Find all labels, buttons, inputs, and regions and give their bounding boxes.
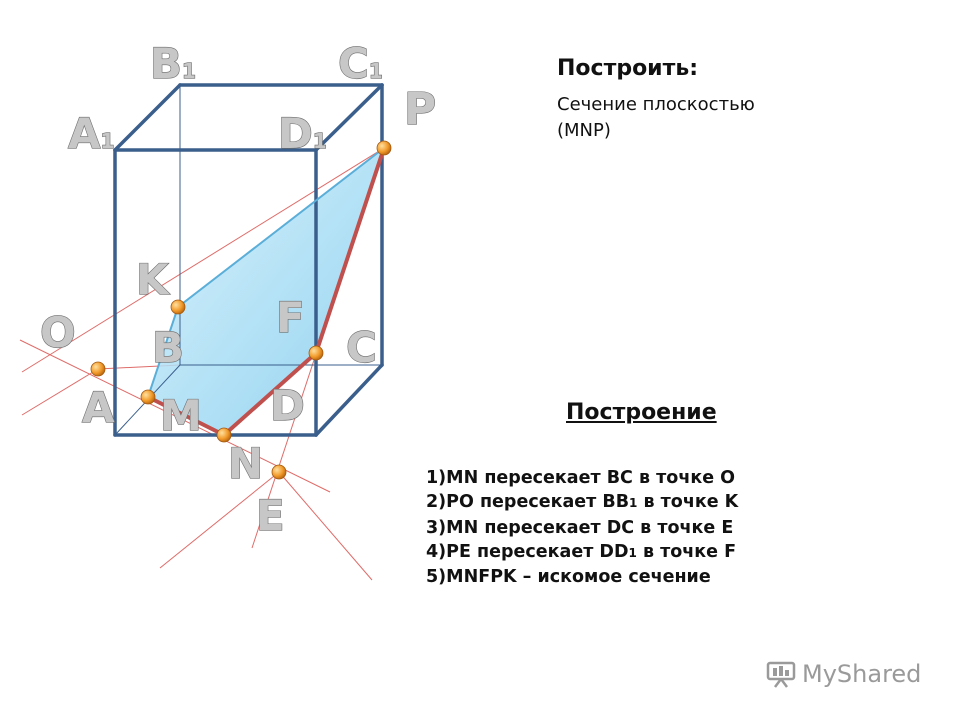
label-E: E [256,491,285,540]
line-OC [21,368,99,416]
point-M [140,389,156,405]
label-O: O [40,308,76,357]
label-N: N [228,439,263,488]
vertex-labels: B1 C1 A1 D1 P K F O B C A M D N E [39,38,436,540]
point-P [376,140,392,156]
label-F: F [276,293,305,342]
construction-title: Построение [566,400,717,425]
section-outline [146,146,386,437]
step-3: 3)MN пересекает DC в точке E [426,517,734,538]
point-N [216,427,232,443]
point-E [271,464,287,480]
step-2: 2)PO пересекает BB1 в точке K [426,492,739,513]
label-M: M [160,391,202,440]
line-DE [278,471,373,581]
section-border-visible [146,146,386,437]
line-EN [159,471,280,569]
label-D: D [270,381,305,430]
point-F [308,345,324,361]
logo-text: MyShared [802,660,922,688]
label-C: C [346,323,377,372]
edge-DC [314,363,384,437]
points [90,140,392,480]
edge-D1C1 [314,83,384,152]
task-title: Построить: [557,56,699,81]
step-4: 4)PE пересекает DD1 в точке F [426,541,737,562]
label-A: A [82,383,115,432]
label-B: B [152,323,184,372]
section-polygon [148,148,384,435]
task-description: Сечение плоскостью [557,94,755,115]
step-5: 5)MNFPK – искомое сечение [426,567,711,588]
label-C1: C1 [338,39,383,88]
task-plane-name: (MNP) [557,120,611,141]
construction-steps: 1)MN пересекает BC в точке O 2)PO пересе… [426,466,738,589]
visible-edges [113,83,384,437]
label-K: K [136,255,170,304]
step-1: 1)MN пересекает BC в точке O [426,468,736,488]
point-O [90,361,106,377]
edge-A1B1 [113,83,182,152]
line-PO [21,147,385,373]
presentation-board-icon [766,661,796,688]
point-K [170,299,186,315]
watermark-logo: MyShared [766,656,921,692]
label-D1: D1 [278,109,327,158]
label-B1: B1 [150,39,196,88]
label-A1: A1 [68,109,114,158]
label-P: P [404,84,436,135]
